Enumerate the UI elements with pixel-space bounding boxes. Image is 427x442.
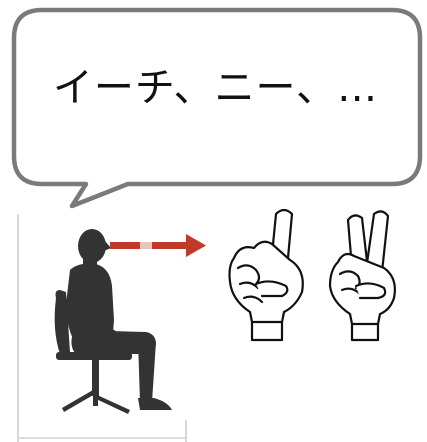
speech-bubble-text: イーチ、ニー、… [52,65,379,111]
speech-bubble-outline [11,7,423,209]
hand-one-finger-icon [228,208,304,342]
person-panel [17,214,187,442]
hand-two-fingers-icon [328,210,396,342]
gaze-arrow-icon [110,234,206,257]
speech-bubble [11,7,423,209]
seated-person-icon [54,229,172,414]
